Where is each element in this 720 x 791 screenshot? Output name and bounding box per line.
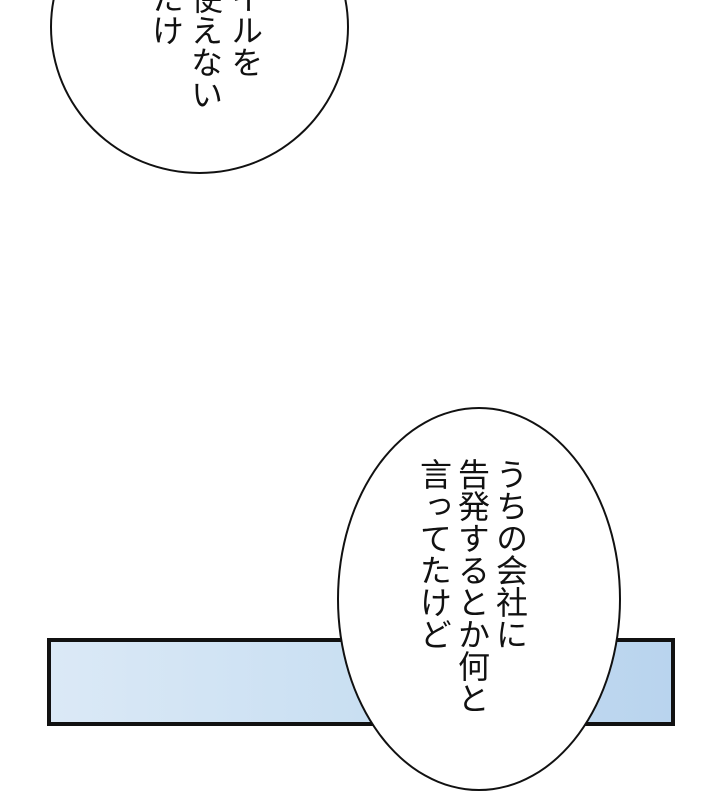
bubble-bottom-line-1: うちの会社に <box>491 458 529 650</box>
bubble-top-line-3: たけ <box>147 0 185 46</box>
bubble-bottom-line-2: 告発するとか何と <box>453 458 491 714</box>
bubble-top-line-2: 使えない <box>186 0 224 110</box>
bubble-bottom-line-3: 言ってたけど <box>415 458 453 650</box>
bubble-top-line-1: イルを <box>226 0 264 78</box>
